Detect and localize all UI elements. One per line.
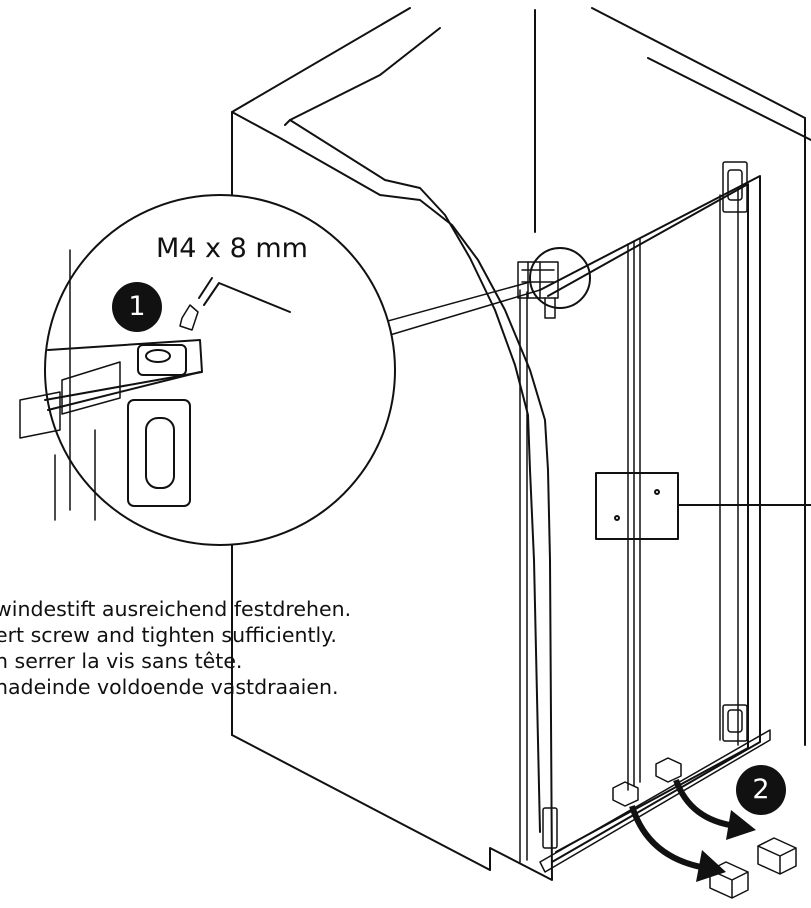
shower-door-frame: [519, 175, 771, 873]
transport-blocks: [612, 757, 682, 807]
detail-circle-source: [529, 247, 591, 309]
instruction-text: windestift ausreichend festdrehen. ert s…: [0, 596, 351, 700]
removal-arrows: [629, 778, 756, 882]
screw-spec-label: M4 x 8 mm: [156, 233, 308, 264]
instruction-line-nl: nadeinde voldoende vastdraaien.: [0, 675, 339, 699]
sticker-detail-box: [595, 472, 679, 540]
zoom-leader-bottom: [379, 289, 541, 339]
step-1-badge: 1: [112, 282, 162, 332]
instruction-line-en: ert screw and tighten sufficiently.: [0, 623, 337, 647]
sticker-dot-right: [654, 489, 660, 495]
step-2-badge: 2: [736, 765, 786, 815]
instruction-line-de: windestift ausreichend festdrehen.: [0, 597, 352, 621]
sticker-dot-left: [614, 515, 620, 521]
instruction-line-fr: n serrer la vis sans tête.: [0, 649, 243, 673]
removed-blocks: [709, 837, 797, 899]
